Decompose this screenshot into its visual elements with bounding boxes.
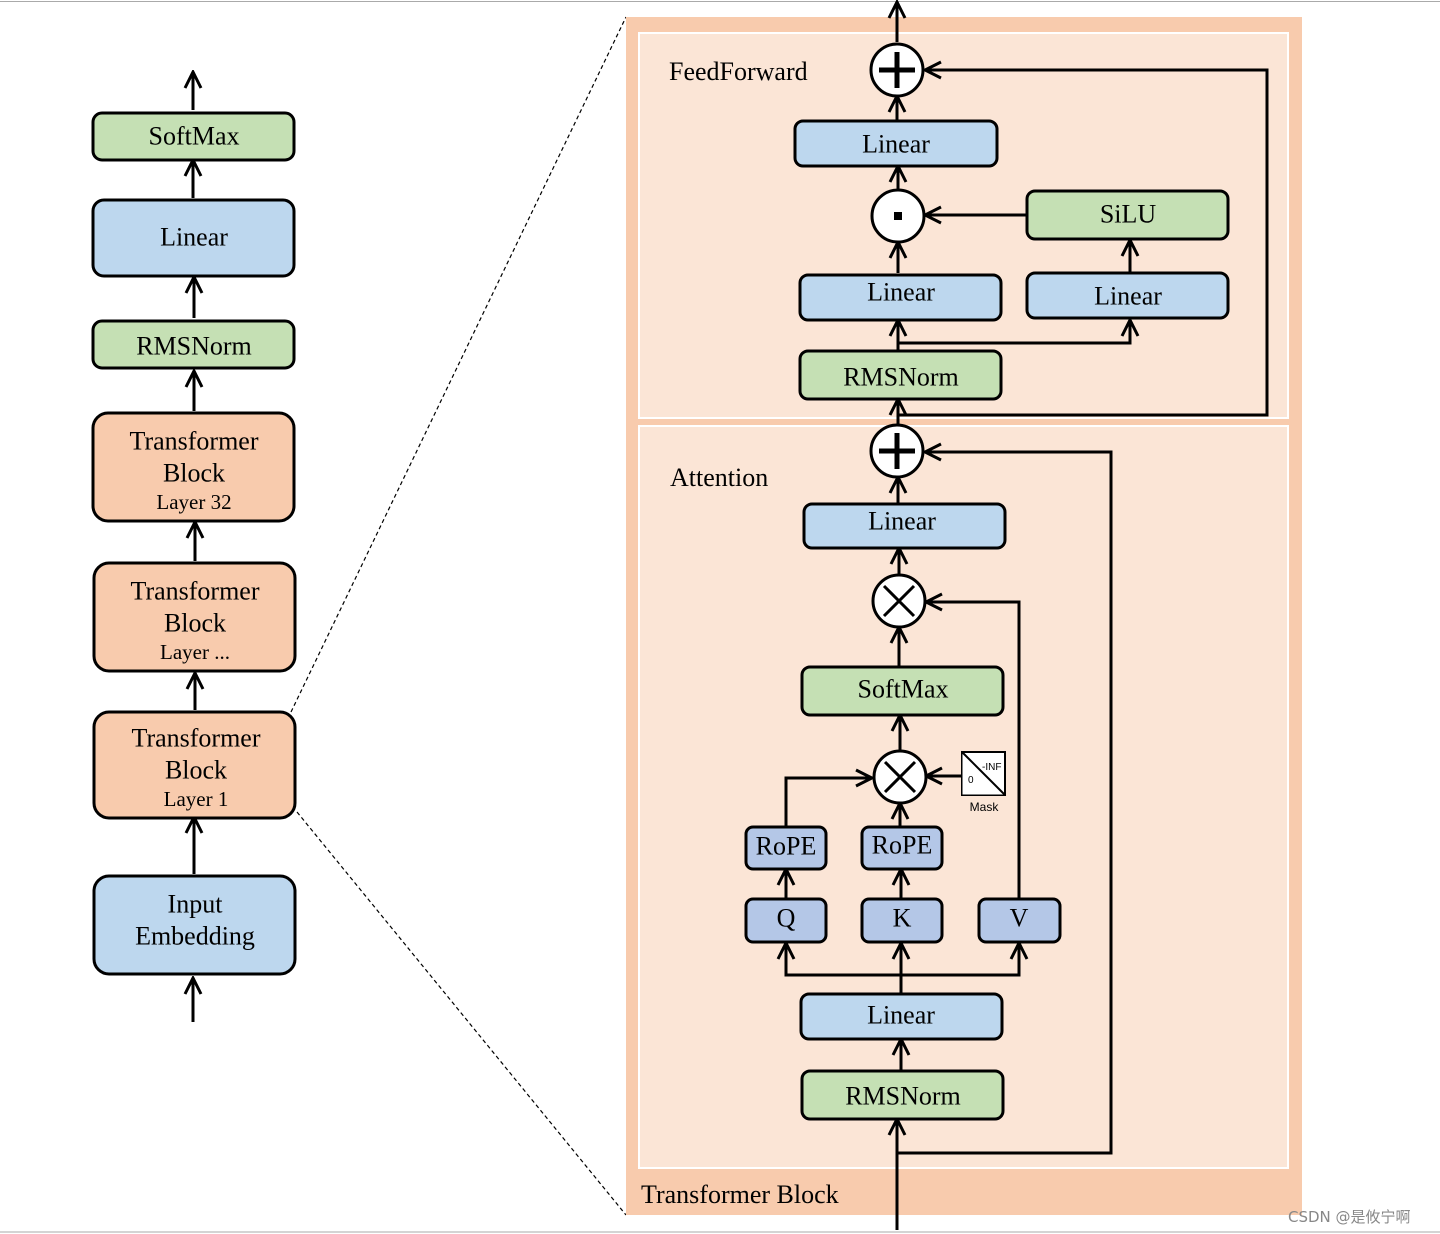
v-label: V — [1010, 904, 1029, 933]
left-rmsnorm-box — [91, 319, 296, 370]
mask-inf-text: -INF — [982, 762, 1001, 773]
left-block1-line3: Layer 1 — [164, 787, 229, 811]
attn-softmax-label: SoftMax — [858, 675, 949, 704]
ff-silu-box — [1025, 189, 1230, 241]
left-input-embedding-box — [92, 874, 297, 976]
q-box — [744, 897, 828, 944]
left-linear-box — [91, 198, 296, 278]
feedforward-section: FeedForward Linear SiLU Linear Linear RM… — [669, 2, 1269, 430]
ff-linear-right-label: Linear — [1094, 282, 1162, 311]
left-linear-label: Linear — [160, 223, 228, 252]
v-box — [977, 897, 1062, 944]
left-input-line1: Input — [168, 890, 224, 919]
left-stack: SoftMax Linear RMSNorm Transformer Block… — [91, 72, 297, 1022]
plus-icon — [879, 52, 915, 88]
ff-linear-out-box — [793, 119, 999, 168]
attention-panel — [638, 425, 1289, 1169]
arrow-rmsnorm-to-linear-right — [898, 320, 1130, 345]
mask-icon: -INF 0 — [961, 750, 1007, 796]
attn-linear-in-label: Linear — [867, 1001, 935, 1030]
rope-q-box — [744, 825, 828, 871]
attn-linear-out-box — [802, 502, 1007, 550]
attn-rmsnorm-label: RMSNorm — [845, 1082, 961, 1111]
left-blockmid-line3: Layer ... — [160, 640, 230, 664]
rope-k-label: RoPE — [872, 831, 933, 860]
watermark-text: CSDN @是攸宁啊 — [1288, 1208, 1411, 1226]
left-blockmid-line1: Transformer — [130, 577, 259, 606]
arrow-linear-to-v — [901, 943, 1019, 977]
mask-label: Mask — [970, 800, 1000, 814]
left-block1-line1: Transformer — [131, 724, 260, 753]
attention-title: Attention — [670, 463, 768, 492]
rope-q-label: RoPE — [756, 832, 817, 861]
ff-linear-out-label: Linear — [862, 130, 930, 159]
left-blockmid-box — [92, 561, 297, 673]
left-softmax-box — [91, 111, 296, 162]
k-label: K — [893, 904, 912, 933]
ff-linear-left-label: Linear — [867, 278, 935, 307]
ff-linear-right-box — [1025, 271, 1230, 320]
arrow-v-to-matmul — [926, 602, 1021, 898]
k-box — [860, 897, 944, 944]
attn-linear-out-label: Linear — [868, 507, 936, 536]
feedforward-title: FeedForward — [669, 57, 808, 86]
left-block32-line3: Layer 32 — [156, 490, 231, 514]
plus-icon — [879, 433, 915, 469]
arrow-rope-q-to-matmul — [784, 778, 872, 826]
left-blockmid-line2: Block — [164, 609, 226, 638]
ff-linear-left-box — [798, 273, 1003, 322]
attn-softmax-box — [800, 665, 1005, 717]
left-block32-line2: Block — [163, 459, 225, 488]
ff-residual-connection — [898, 70, 1269, 417]
attention-section: Attention -INF 0 Mask — [670, 423, 1113, 1230]
mask-zero-text: 0 — [968, 775, 974, 786]
attn-linear-in-box — [799, 992, 1004, 1041]
left-block32-box — [91, 411, 296, 523]
mask-diagonal — [961, 751, 1006, 796]
attn-residual-connection — [897, 452, 1113, 1155]
zoom-line-bottom — [296, 811, 627, 1216]
attn-rmsnorm-box — [800, 1069, 1005, 1121]
q-label: Q — [777, 904, 796, 933]
left-block32-line1: Transformer — [129, 427, 258, 456]
ff-silu-label: SiLU — [1100, 200, 1157, 229]
times-icon — [883, 760, 917, 794]
left-block1-line2: Block — [165, 756, 227, 785]
rope-k-box — [860, 825, 944, 871]
zoom-line-top — [290, 16, 627, 713]
left-softmax-label: SoftMax — [149, 122, 240, 151]
left-input-line2: Embedding — [135, 922, 255, 951]
times-icon — [882, 584, 916, 618]
left-rmsnorm-label: RMSNorm — [136, 332, 252, 361]
ff-rmsnorm-box — [798, 349, 1003, 401]
arrow-linear-to-q — [786, 943, 901, 977]
dot-icon — [894, 212, 902, 220]
transformer-block-title: Transformer Block — [641, 1180, 839, 1209]
ff-rmsnorm-label: RMSNorm — [843, 363, 959, 392]
left-block1-box — [92, 710, 297, 820]
